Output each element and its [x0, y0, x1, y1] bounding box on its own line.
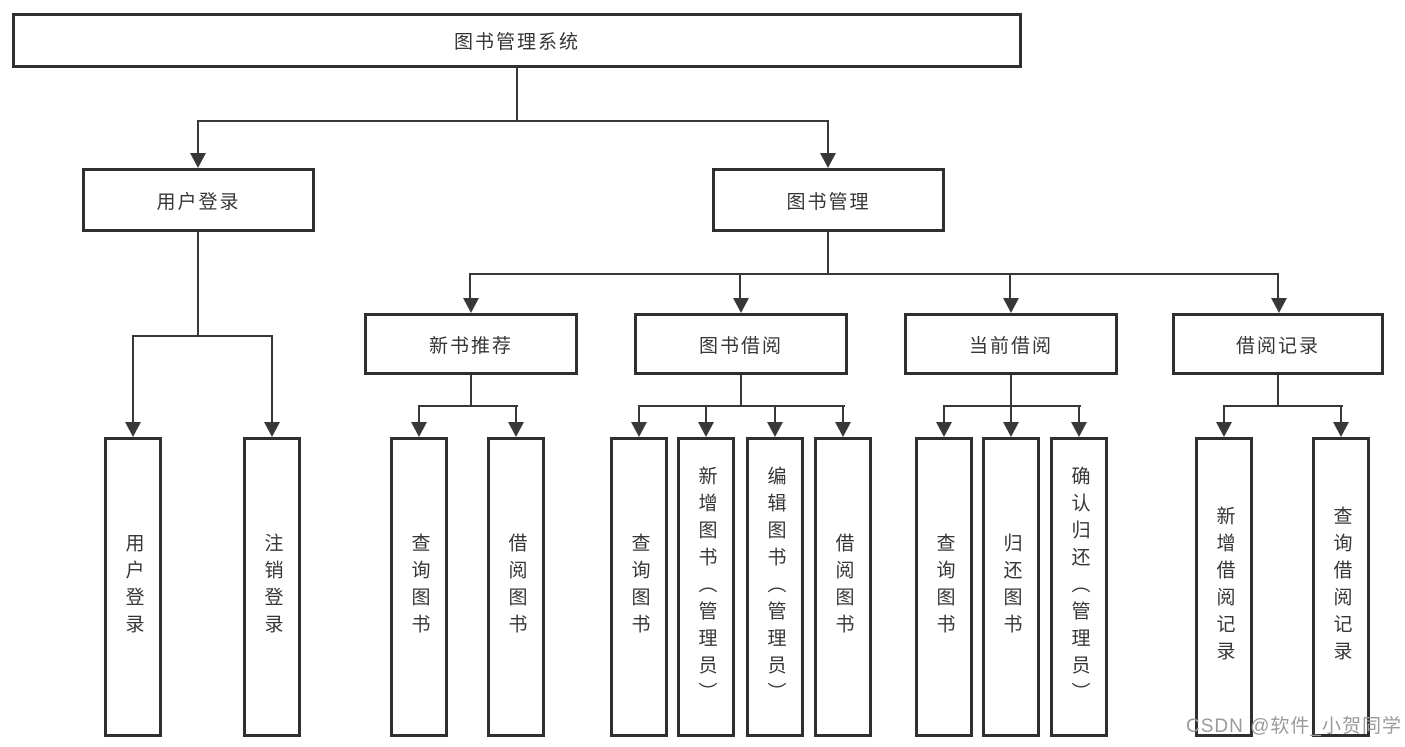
- leaf-bb-edit-book-admin: 编辑图书（管理员）: [746, 437, 804, 737]
- node-label: 查询图书: [933, 533, 955, 641]
- arrowhead-icon: [698, 422, 714, 437]
- arrowhead-icon: [631, 422, 647, 437]
- node-label: 新书推荐: [428, 335, 513, 357]
- node-label: 用户登录: [122, 533, 144, 641]
- edge-stem: [774, 405, 776, 425]
- edge-stem-current-borrow: [1009, 273, 1011, 301]
- edge-mgmt-rail: [469, 273, 1279, 275]
- node-label: 查询借阅记录: [1330, 506, 1352, 668]
- edge-currentborrow-down: [1010, 375, 1012, 405]
- arrowhead-icon: [264, 422, 280, 437]
- edge-records-down: [1277, 375, 1279, 405]
- node-label: 当前借阅: [968, 335, 1053, 357]
- leaf-bb-add-book-admin: 新增图书（管理员）: [677, 437, 735, 737]
- edge-root-down: [516, 68, 518, 120]
- leaf-bb-borrow-books: 借阅图书: [814, 437, 872, 737]
- leaf-logout: 注销登录: [243, 437, 301, 737]
- edge-root-rail: [197, 120, 829, 122]
- node-new-book-recommend: 新书推荐: [364, 313, 578, 375]
- arrowhead-icon: [1003, 422, 1019, 437]
- csdn-watermark: CSDN @软件_小贺同学: [1186, 716, 1402, 737]
- node-label: 图书管理: [786, 191, 871, 213]
- edge-stem: [943, 405, 945, 425]
- node-label: 编辑图书（管理员）: [764, 465, 786, 709]
- edge-stem: [842, 405, 844, 425]
- arrowhead-icon: [767, 422, 783, 437]
- edge-stem: [515, 405, 517, 425]
- node-label: 借阅图书: [505, 533, 527, 641]
- edge-stem-borrow-records: [1277, 273, 1279, 301]
- leaf-user-login: 用户登录: [104, 437, 162, 737]
- arrowhead-icon: [411, 422, 427, 437]
- node-label: 借阅图书: [832, 533, 854, 641]
- edge-stem-book-mgmt: [827, 120, 829, 156]
- node-label: 借阅记录: [1235, 335, 1320, 357]
- edge-stem-user-login: [197, 120, 199, 156]
- arrowhead-icon: [835, 422, 851, 437]
- arrowhead-icon: [1071, 422, 1087, 437]
- arrowhead-icon: [1216, 422, 1232, 437]
- edge-stem-leaf-login: [132, 335, 134, 425]
- node-book-management: 图书管理: [712, 168, 945, 232]
- leaf-cb-confirm-return-admin: 确认归还（管理员）: [1050, 437, 1108, 737]
- edge-stem: [418, 405, 420, 425]
- arrowhead-icon: [1003, 298, 1019, 313]
- arrowhead-icon: [508, 422, 524, 437]
- node-current-borrow: 当前借阅: [904, 313, 1118, 375]
- arrowhead-icon: [125, 422, 141, 437]
- edge-stem: [638, 405, 640, 425]
- node-label: 图书管理系统: [453, 32, 580, 53]
- node-label: 归还图书: [1000, 533, 1022, 641]
- arrowhead-icon: [190, 153, 206, 168]
- node-label: 用户登录: [156, 191, 241, 213]
- edge-user-rail: [132, 335, 273, 337]
- edge-stem-book-borrow: [739, 273, 741, 301]
- edge-recommend-down: [470, 375, 472, 405]
- edge-records-rail: [1223, 405, 1343, 407]
- arrowhead-icon: [733, 298, 749, 313]
- edge-currentborrow-rail: [943, 405, 1081, 407]
- edge-stem: [705, 405, 707, 425]
- node-label: 注销登录: [261, 533, 283, 641]
- edge-stem: [1340, 405, 1342, 425]
- leaf-cb-return-book: 归还图书: [982, 437, 1040, 737]
- edge-stem: [1010, 405, 1012, 425]
- edge-stem: [1078, 405, 1080, 425]
- edge-mgmt-down: [827, 232, 829, 273]
- edge-stem: [1223, 405, 1225, 425]
- arrowhead-icon: [820, 153, 836, 168]
- leaf-br-add-record: 新增借阅记录: [1195, 437, 1253, 737]
- node-label: 图书借阅: [698, 335, 783, 357]
- node-label: 新增借阅记录: [1213, 506, 1235, 668]
- node-root: 图书管理系统: [12, 13, 1022, 68]
- edge-stem-leaf-logout: [271, 335, 273, 425]
- node-label: 查询图书: [628, 533, 650, 641]
- edge-bookborrow-rail: [638, 405, 845, 407]
- edge-user-down: [197, 232, 199, 335]
- node-label: 查询图书: [408, 533, 430, 641]
- node-user-login: 用户登录: [82, 168, 315, 232]
- node-book-borrow: 图书借阅: [634, 313, 848, 375]
- edge-recommend-rail: [418, 405, 518, 407]
- arrowhead-icon: [1271, 298, 1287, 313]
- leaf-rec-borrow-books: 借阅图书: [487, 437, 545, 737]
- arrowhead-icon: [463, 298, 479, 313]
- node-borrow-records: 借阅记录: [1172, 313, 1384, 375]
- edge-stem-recommend: [469, 273, 471, 301]
- leaf-rec-query-books: 查询图书: [390, 437, 448, 737]
- arrowhead-icon: [936, 422, 952, 437]
- node-label: 确认归还（管理员）: [1068, 465, 1090, 709]
- leaf-bb-query-books: 查询图书: [610, 437, 668, 737]
- leaf-cb-query-books: 查询图书: [915, 437, 973, 737]
- arrowhead-icon: [1333, 422, 1349, 437]
- edge-bookborrow-down: [740, 375, 742, 405]
- leaf-br-query-record: 查询借阅记录: [1312, 437, 1370, 737]
- node-label: 新增图书（管理员）: [695, 465, 717, 709]
